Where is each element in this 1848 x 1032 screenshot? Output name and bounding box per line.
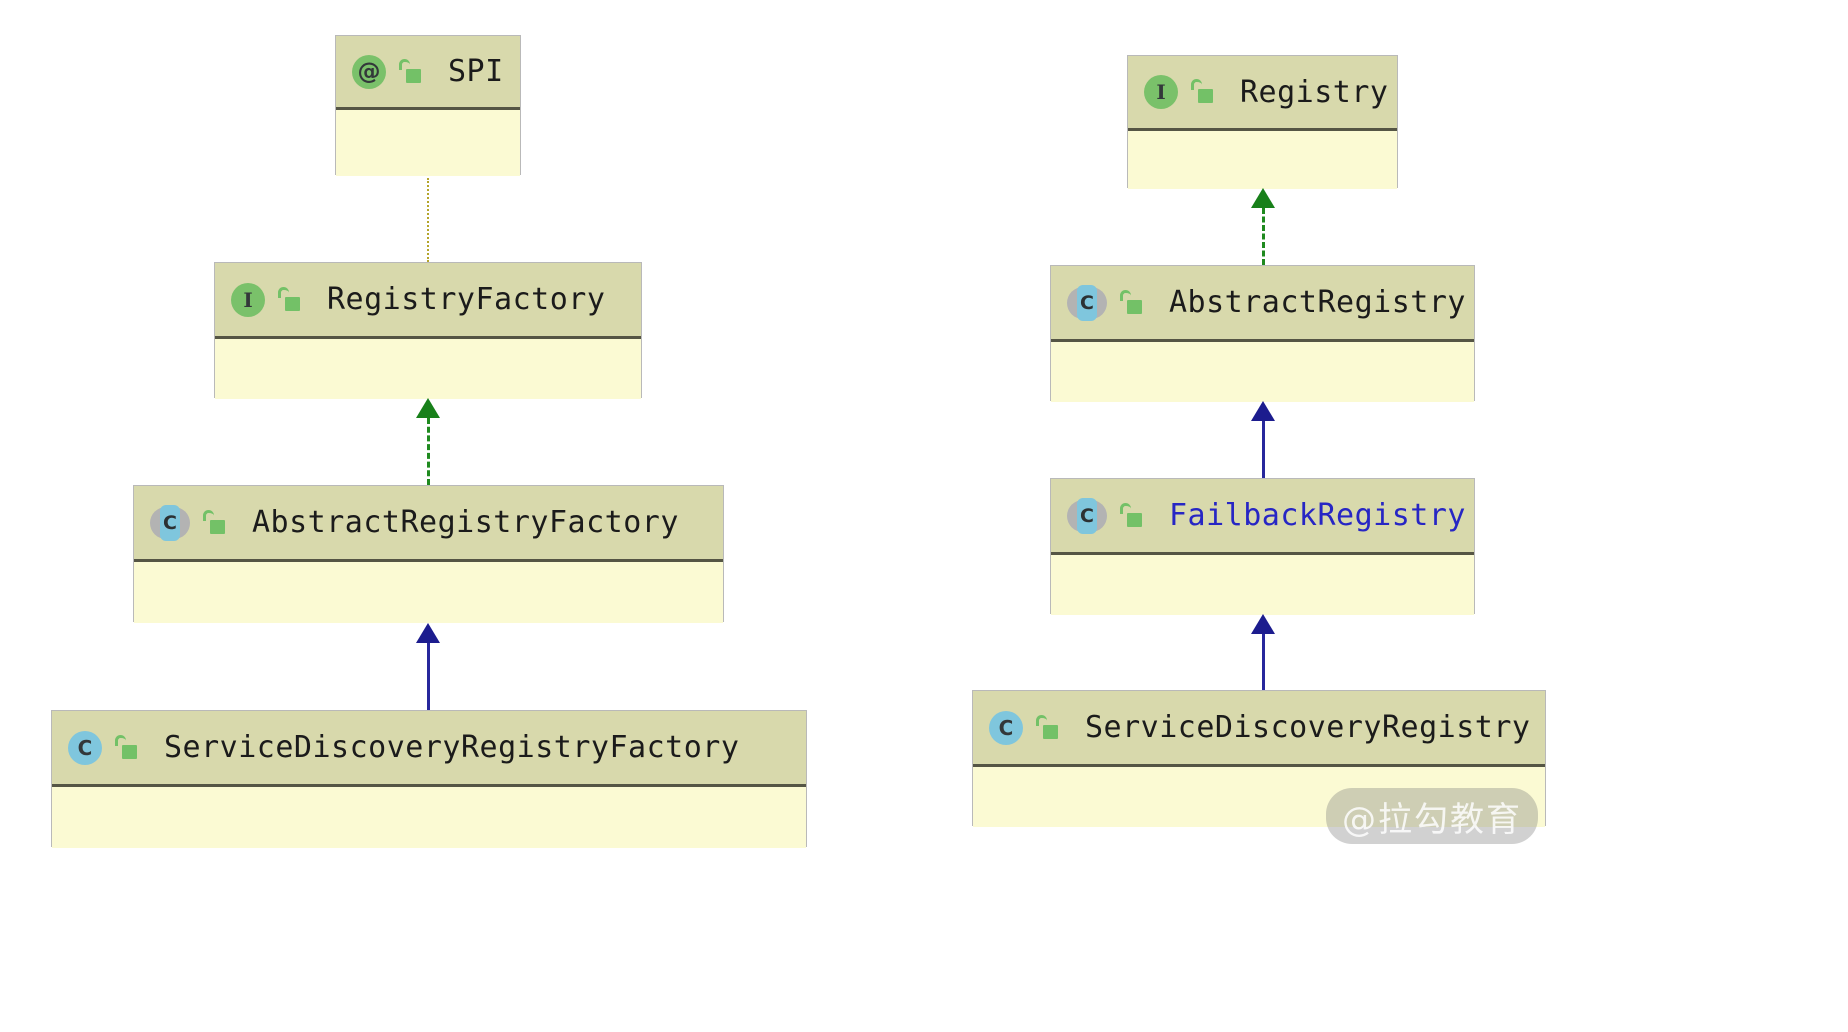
interface-i-icon: I bbox=[231, 282, 265, 317]
class-c-icon: C bbox=[68, 730, 102, 765]
class-c-icon: C bbox=[989, 710, 1023, 745]
uml-class-name-registry: Registry bbox=[1240, 74, 1389, 110]
uml-class-members-service-discovery-registry-factory bbox=[52, 787, 806, 848]
interface-i-icon: I bbox=[1144, 75, 1178, 109]
padlock-body bbox=[210, 519, 225, 534]
uml-class-members-spi bbox=[336, 110, 520, 176]
uml-class-header-registry-factory[interactable]: I RegistryFactory bbox=[215, 263, 641, 339]
uml-class-members-abstract-registry bbox=[1051, 342, 1474, 402]
uml-class-name-abstract-registry-factory: AbstractRegistryFactory bbox=[252, 505, 679, 540]
uml-class-members-service-discovery-registry bbox=[973, 767, 1545, 827]
annotation-at-icon: @ bbox=[352, 54, 386, 89]
unlocked-padlock-icon bbox=[277, 286, 301, 313]
interface-i-glyph: I bbox=[1144, 75, 1178, 109]
uml-class-box-failback-registry[interactable]: C FailbackRegistry bbox=[1050, 478, 1475, 615]
padlock-body bbox=[1127, 299, 1142, 314]
uml-class-box-spi[interactable]: @ SPI bbox=[335, 35, 521, 176]
connector-line-edge-ar-realizes-registry bbox=[1262, 208, 1265, 265]
padlock-body bbox=[406, 68, 421, 83]
class-c-glyph: C bbox=[68, 730, 102, 765]
padlock-shackle bbox=[203, 509, 214, 521]
unlocked-padlock-icon bbox=[202, 509, 226, 536]
unlocked-padlock-icon bbox=[114, 734, 138, 761]
uml-class-name-failback-registry: FailbackRegistry bbox=[1169, 498, 1466, 533]
uml-class-header-abstract-registry[interactable]: C AbstractRegistry bbox=[1051, 266, 1474, 342]
uml-class-box-abstract-registry-factory[interactable]: C AbstractRegistryFactory bbox=[133, 485, 724, 623]
uml-class-members-failback-registry bbox=[1051, 555, 1474, 615]
uml-class-header-abstract-registry-factory[interactable]: C AbstractRegistryFactory bbox=[134, 486, 723, 562]
padlock-body bbox=[1198, 89, 1213, 103]
padlock-shackle bbox=[1191, 79, 1202, 90]
abstract-class-c-icon: C bbox=[150, 504, 190, 541]
annotation-at-glyph: @ bbox=[352, 54, 386, 89]
unlocked-padlock-icon bbox=[1119, 289, 1143, 316]
uml-class-name-spi: SPI bbox=[448, 54, 504, 89]
padlock-body bbox=[1127, 512, 1142, 527]
connector-line-edge-arf-realizes-rf bbox=[427, 418, 430, 485]
abstract-class-c-glyph: C bbox=[150, 504, 190, 541]
abstract-c-letter: C bbox=[1077, 284, 1097, 321]
connector-line-edge-spi-registryfactory bbox=[427, 178, 429, 262]
uml-class-box-service-discovery-registry-factory[interactable]: C ServiceDiscoveryRegistryFactory bbox=[51, 710, 807, 848]
uml-class-name-service-discovery-registry-factory: ServiceDiscoveryRegistryFactory bbox=[164, 730, 740, 765]
abstract-class-c-icon: C bbox=[1067, 497, 1107, 534]
connector-arrowhead-edge-fr-extends-ar bbox=[1251, 401, 1275, 421]
uml-class-header-service-discovery-registry-factory[interactable]: C ServiceDiscoveryRegistryFactory bbox=[52, 711, 806, 787]
unlocked-padlock-icon bbox=[398, 58, 422, 85]
connector-line-edge-sdr-extends-fr bbox=[1262, 634, 1265, 690]
uml-class-name-abstract-registry: AbstractRegistry bbox=[1169, 285, 1466, 320]
uml-class-members-registry-factory bbox=[215, 339, 641, 399]
uml-class-box-service-discovery-registry[interactable]: C ServiceDiscoveryRegistry bbox=[972, 690, 1546, 827]
interface-i-glyph: I bbox=[231, 282, 265, 317]
uml-class-header-registry[interactable]: I Registry bbox=[1128, 56, 1397, 131]
uml-class-box-registry[interactable]: I Registry bbox=[1127, 55, 1398, 189]
padlock-body bbox=[122, 744, 137, 759]
connector-arrowhead-edge-sdr-extends-fr bbox=[1251, 614, 1275, 634]
connector-arrowhead-edge-ar-realizes-registry bbox=[1251, 188, 1275, 208]
connector-arrowhead-edge-sdrf-extends-arf bbox=[416, 623, 440, 643]
padlock-body bbox=[1043, 724, 1058, 739]
unlocked-padlock-icon bbox=[1119, 502, 1143, 529]
abstract-class-c-icon: C bbox=[1067, 284, 1107, 321]
unlocked-padlock-icon bbox=[1035, 714, 1059, 741]
uml-class-header-service-discovery-registry[interactable]: C ServiceDiscoveryRegistry bbox=[973, 691, 1545, 767]
abstract-c-letter: C bbox=[160, 504, 180, 541]
uml-class-header-spi[interactable]: @ SPI bbox=[336, 36, 520, 110]
connector-line-edge-sdrf-extends-arf bbox=[427, 643, 430, 710]
uml-class-name-service-discovery-registry: ServiceDiscoveryRegistry bbox=[1085, 710, 1531, 745]
uml-class-name-registry-factory: RegistryFactory bbox=[327, 282, 606, 317]
uml-class-box-registry-factory[interactable]: I RegistryFactory bbox=[214, 262, 642, 399]
class-c-glyph: C bbox=[989, 710, 1023, 745]
uml-class-box-abstract-registry[interactable]: C AbstractRegistry bbox=[1050, 265, 1475, 402]
padlock-shackle bbox=[1036, 714, 1047, 726]
abstract-class-c-glyph: C bbox=[1067, 284, 1107, 321]
uml-class-members-registry bbox=[1128, 131, 1397, 189]
padlock-body bbox=[285, 296, 300, 311]
padlock-shackle bbox=[1120, 502, 1131, 514]
connector-line-edge-fr-extends-ar bbox=[1262, 421, 1265, 478]
padlock-shackle bbox=[399, 58, 410, 70]
uml-class-members-abstract-registry-factory bbox=[134, 562, 723, 623]
connector-arrowhead-edge-arf-realizes-rf bbox=[416, 398, 440, 418]
padlock-shackle bbox=[1120, 289, 1131, 301]
uml-class-header-failback-registry[interactable]: C FailbackRegistry bbox=[1051, 479, 1474, 555]
abstract-class-c-glyph: C bbox=[1067, 497, 1107, 534]
unlocked-padlock-icon bbox=[1190, 79, 1214, 105]
abstract-c-letter: C bbox=[1077, 497, 1097, 534]
padlock-shackle bbox=[115, 734, 126, 746]
padlock-shackle bbox=[278, 286, 289, 298]
